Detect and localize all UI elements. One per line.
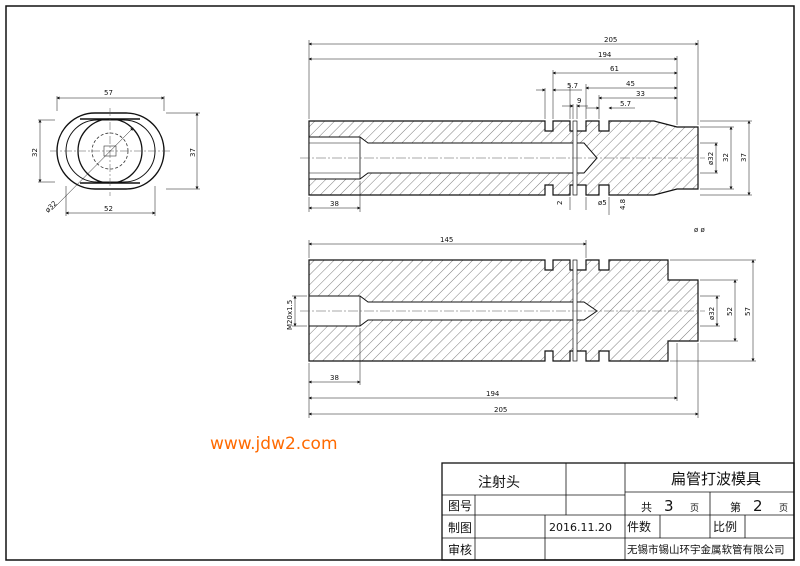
dim-bot-145: 145: [440, 236, 453, 244]
dim-bot-dia32: ø32: [708, 307, 716, 320]
dim-top-45: 45: [626, 80, 635, 88]
quantity-label: 件数: [627, 519, 651, 534]
drawing-no-label: 图号: [448, 499, 472, 513]
dim-top-38: 38: [330, 200, 339, 208]
dim-bot-57: 57: [744, 307, 752, 316]
drawing-title: 扁管打波模具: [671, 470, 761, 488]
dim-bot-205: 205: [494, 406, 507, 414]
page-unit-2: 页: [779, 503, 788, 514]
dim-left-52: 52: [104, 205, 113, 213]
sheet-value: 2: [753, 497, 763, 515]
watermark: www.jdw2.com: [210, 434, 338, 454]
page-unit-1: 页: [690, 503, 699, 514]
end-view: [38, 96, 200, 216]
drawing-date: 2016.11.20: [549, 521, 612, 534]
dim-bot-194: 194: [486, 390, 500, 398]
dim-top-2: 2: [556, 201, 564, 205]
dim-top-61: 61: [610, 65, 619, 73]
dim-top-5-7-b: 5.7: [620, 100, 631, 108]
dim-top-4-8: 4.8: [619, 199, 627, 210]
dim-top-37: 37: [740, 153, 748, 162]
drawn-label: 制图: [448, 521, 472, 535]
review-label: 审核: [448, 542, 472, 557]
dim-top-205: 205: [604, 36, 617, 44]
total-value: 3: [664, 497, 674, 515]
dim-top-5-7-a: 5.7: [567, 82, 578, 90]
company-name: 无锡市锡山环宇金属软管有限公司: [627, 543, 785, 556]
sheet-border: [5, 5, 795, 561]
part-name: 注射头: [478, 475, 520, 491]
sheet-label: 第: [730, 500, 741, 514]
dim-left-32: 32: [31, 148, 39, 157]
dim-top-dia32: ø32: [707, 152, 715, 165]
top-section-view: [300, 40, 752, 215]
dim-top-194: 194: [598, 51, 612, 59]
dim-bot-52: 52: [726, 307, 734, 316]
dim-bot-m20: M20x1.5: [286, 300, 294, 330]
title-block: [441, 462, 795, 561]
dim-bot-38: 38: [330, 374, 339, 382]
bottom-section-view: [292, 240, 756, 418]
dim-top-dia5: ø5: [598, 199, 607, 207]
total-label: 共: [641, 501, 652, 514]
dim-top-33: 33: [636, 90, 645, 98]
dim-left-37: 37: [189, 148, 197, 157]
scale-label: 比例: [713, 520, 737, 534]
dim-top-9: 9: [577, 97, 581, 105]
dim-left-57: 57: [104, 89, 113, 97]
dim-left-dia32: ø32: [44, 199, 59, 214]
dim-top-32: 32: [722, 153, 730, 162]
side-note: ø ø: [694, 226, 706, 234]
